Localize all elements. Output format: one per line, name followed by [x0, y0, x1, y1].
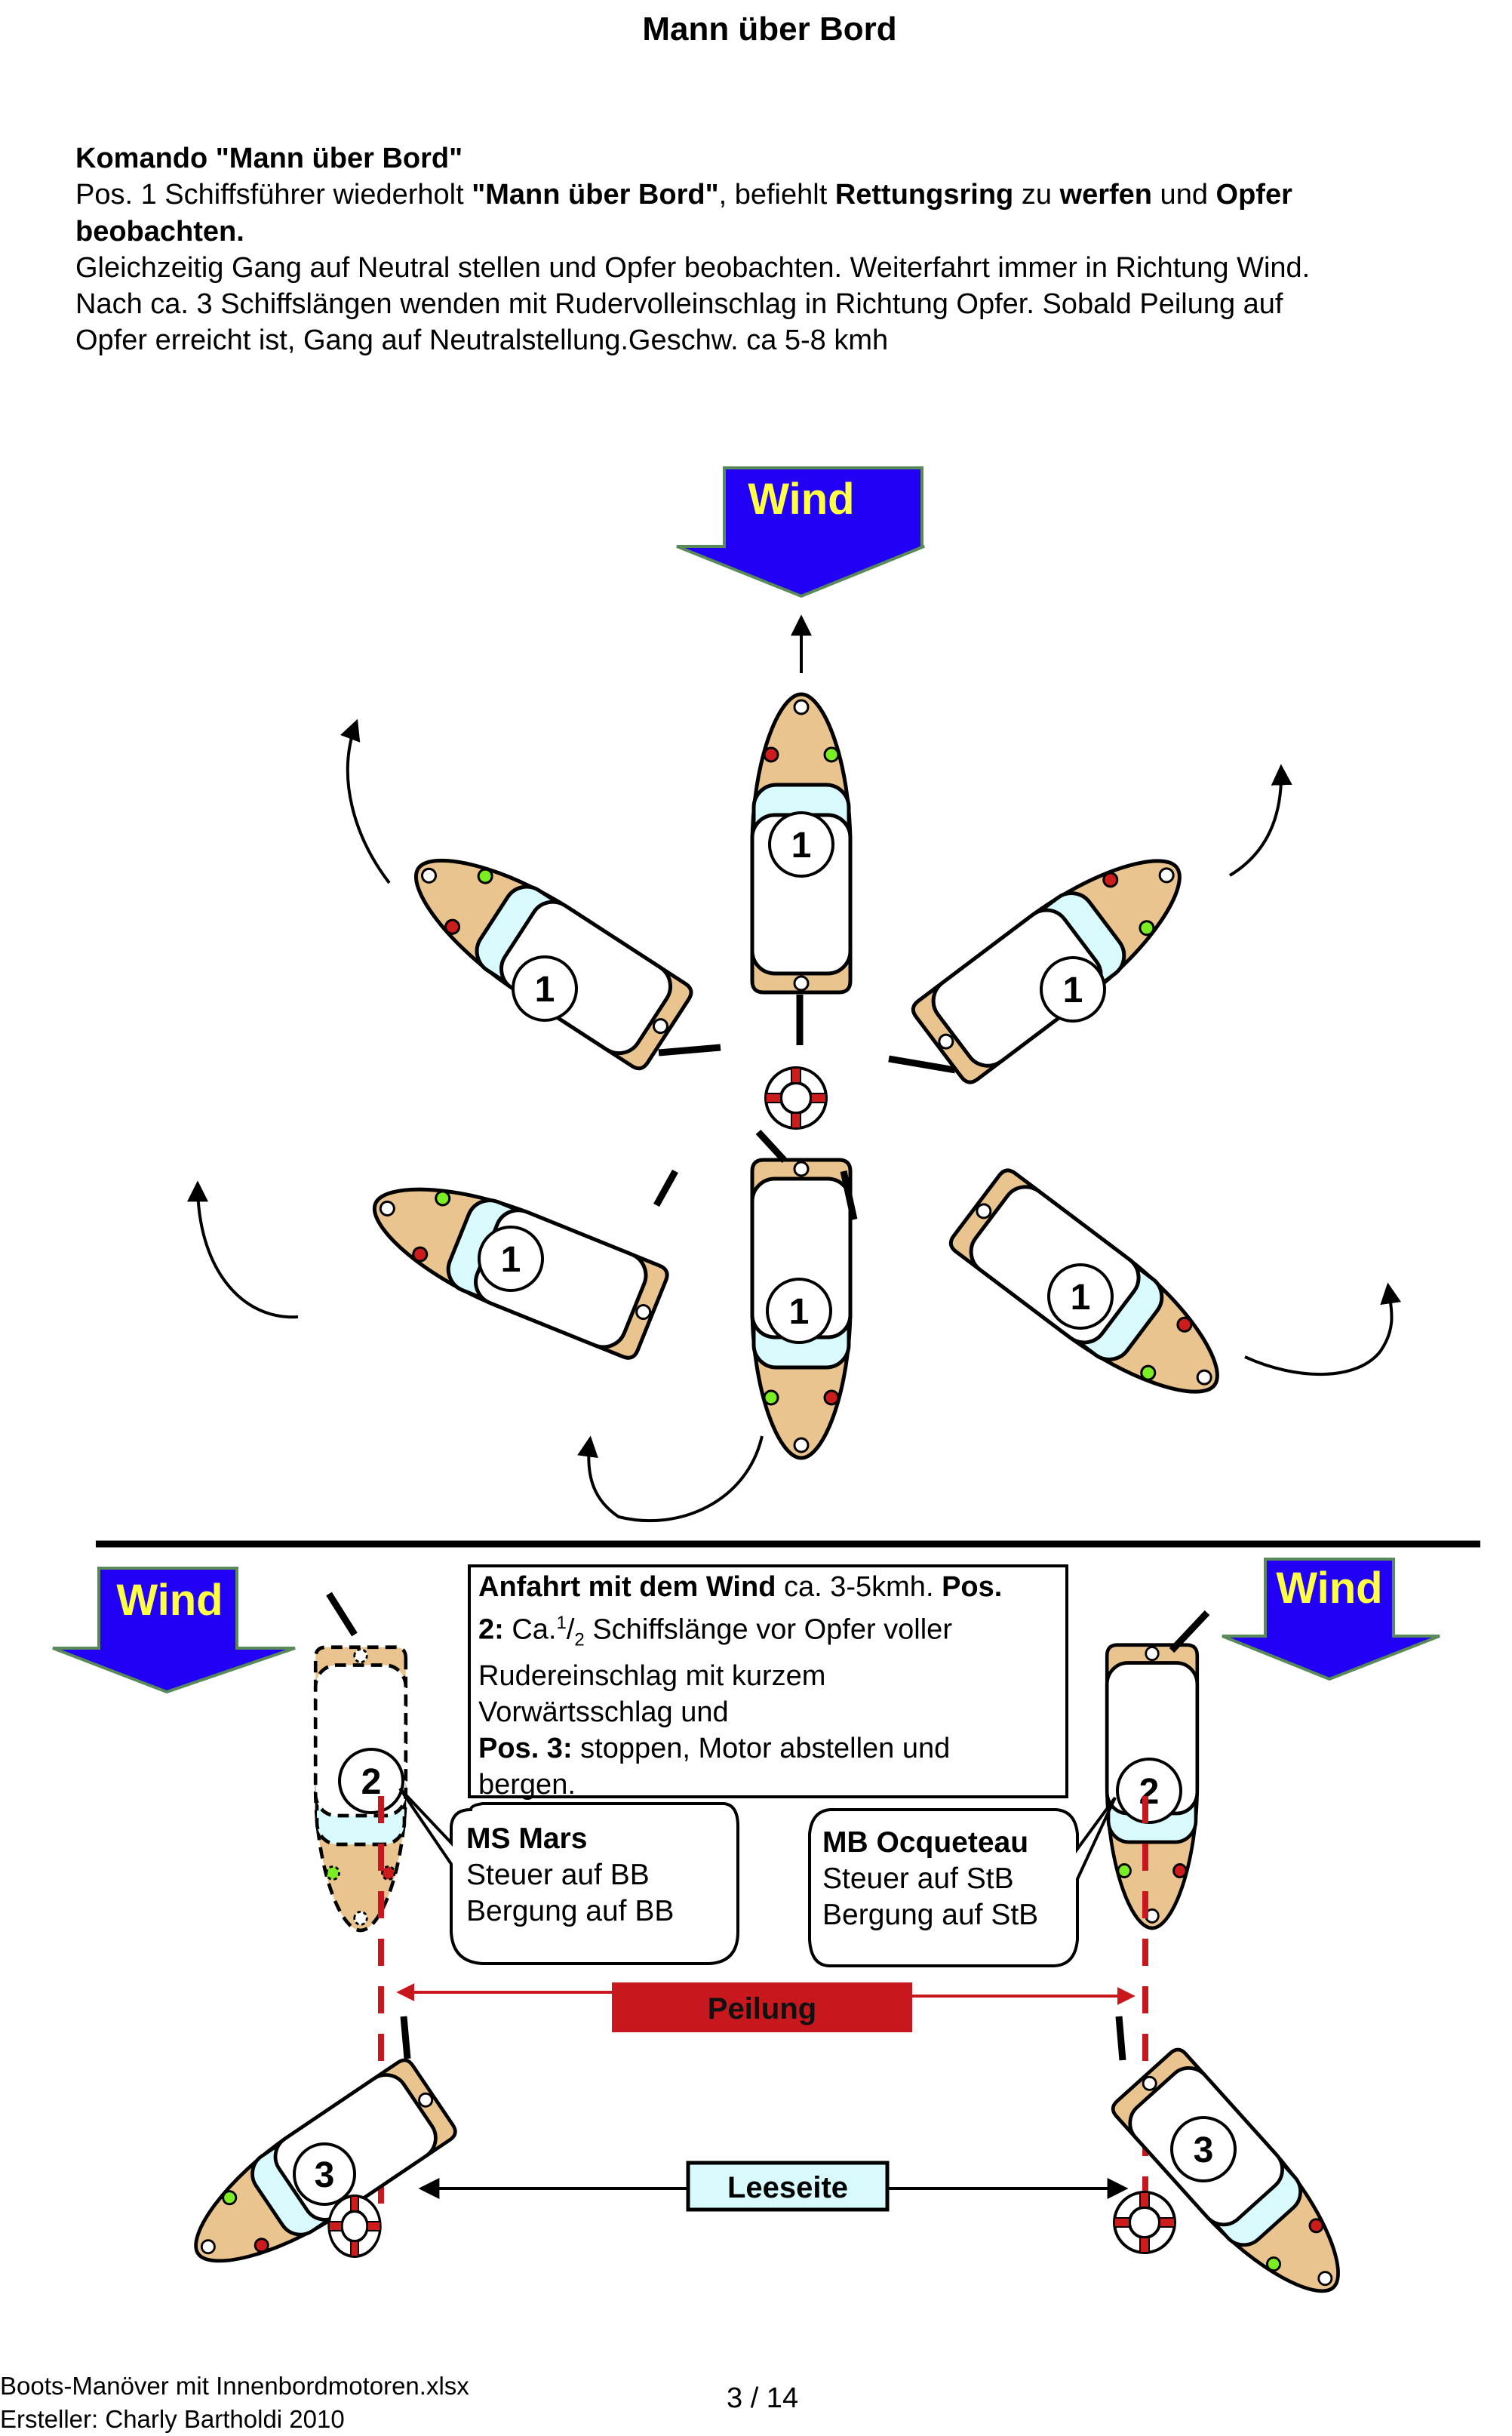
- peilung-label: Peilung: [708, 1992, 816, 2025]
- position-number: 1: [501, 1240, 521, 1280]
- callout-boat-name: MB Ocqueteau: [822, 1826, 1029, 1859]
- boat-pos1-north: 1: [752, 694, 850, 992]
- position-badge: [478, 1226, 544, 1292]
- lifering-icon: [764, 1066, 828, 1130]
- intro-heading: Komando "Mann über Bord": [75, 143, 463, 174]
- position-badge: [512, 955, 578, 1022]
- position-badge: [766, 1278, 832, 1344]
- wind-arrow-top: Wind: [676, 466, 925, 598]
- boat-pos1-northwest: [392, 828, 695, 1072]
- instruction-line-4: Vorwärtsschlag und: [478, 1696, 729, 1729]
- rudder-line: [658, 1044, 721, 1057]
- intro-line-4: Nach ca. 3 Schiffslängen wenden mit Rude…: [75, 288, 1283, 321]
- position-badge: [293, 2142, 356, 2206]
- rudder-line: [326, 1592, 358, 1637]
- wind-label-left: Wind: [116, 1576, 223, 1625]
- lifering-icon: [327, 2195, 382, 2258]
- leeseite-label-box: Leeseite: [686, 2161, 890, 2212]
- position-number: 1: [1071, 1278, 1091, 1318]
- instruction-line-5: Pos. 3: stoppen, Motor abstellen und: [478, 1733, 951, 1765]
- turn-arrow-icon: [577, 1435, 764, 1523]
- callout-steer: Steuer auf StB: [822, 1862, 1014, 1895]
- turn-arrow-icon: [340, 718, 391, 884]
- position-number: 3: [315, 2155, 335, 2195]
- position-number: 1: [1063, 970, 1083, 1010]
- position-number: 1: [791, 826, 812, 866]
- instruction-box: Anfahrt mit dem Wind ca. 3-5kmh. Pos. 2:…: [468, 1564, 1068, 1801]
- callout-left-balloon: [398, 1787, 739, 1965]
- leeseite-label: Leeseite: [727, 2171, 848, 2204]
- rudder-line: [755, 1129, 788, 1164]
- wind-label-top: Wind: [748, 475, 854, 524]
- peilung-label-box: Peilung: [612, 1982, 912, 2032]
- wind-label-right: Wind: [1276, 1564, 1382, 1613]
- footer-filename: Boots-Manöver mit Innenbordmotoren.xlsx: [0, 2372, 469, 2400]
- intro-line-5: Opfer erreicht ist, Gang auf Neutralstel…: [75, 324, 889, 357]
- position-number: 3: [1194, 2130, 1214, 2170]
- callout-ms-mars: MS Mars Steuer auf BB Bergung auf BB: [466, 1821, 674, 1930]
- position-badge: [338, 1748, 404, 1814]
- intro-line-3: Gleichzeitig Gang auf Neutral stellen un…: [75, 251, 1311, 284]
- wind-arrow-left: Wind: [52, 1567, 296, 1694]
- position-badge: [1047, 1263, 1114, 1330]
- intro-text: Komando "Mann über Bord" Pos. 1 Schiffsf…: [75, 140, 1449, 359]
- lifering-icon: [1113, 2191, 1176, 2254]
- page-number: 3 / 14: [727, 2382, 799, 2414]
- boat-pos1-northeast: [909, 829, 1206, 1087]
- position-badge: [768, 811, 834, 878]
- intro-line-2: beobachten.: [75, 215, 244, 248]
- callout-steer: Steuer auf BB: [466, 1859, 650, 1891]
- intro-line-1: Pos. 1 Schiffsführer wiederholt "Mann üb…: [75, 179, 1292, 211]
- callout-boat-name: MS Mars: [466, 1822, 588, 1855]
- position-badge: [1116, 1758, 1182, 1824]
- position-badge: [1170, 2116, 1237, 2182]
- wind-arrow-right: Wind: [1222, 1558, 1440, 1681]
- instruction-line-3: Rudereinschlag mit kurzem: [478, 1660, 826, 1693]
- page-title: Mann über Bord: [642, 11, 897, 48]
- instruction-line-6: bergen.: [478, 1769, 576, 1801]
- rudder-line: [1115, 2016, 1126, 2061]
- position-badge: [1040, 956, 1106, 1023]
- instruction-line-2: 2: Ca.1/2 Schiffslänge vor Opfer voller: [478, 1613, 952, 1650]
- position-number: 1: [789, 1292, 810, 1332]
- turn-arrow-icon: [187, 1180, 299, 1319]
- rudder-line: [1169, 1610, 1210, 1653]
- callout-recovery: Bergung auf BB: [466, 1895, 675, 1927]
- rudder-line: [840, 1170, 858, 1220]
- callout-recovery: Bergung auf StB: [822, 1899, 1039, 1931]
- footer-author: Ersteller: Charly Bartholdi 2010: [0, 2405, 345, 2433]
- rudder-line: [888, 1055, 956, 1074]
- rudder-line: [653, 1169, 678, 1207]
- rudder-line: [400, 2016, 411, 2059]
- position-number: 2: [361, 1762, 382, 1802]
- instruction-line-1: Anfahrt mit dem Wind ca. 3-5kmh. Pos.: [478, 1571, 1003, 1603]
- position-number: 1: [535, 970, 555, 1010]
- turn-arrow-icon: [1228, 764, 1292, 877]
- callout-right-balloon: [808, 1796, 1117, 1967]
- turn-arrow-icon: [1244, 1282, 1402, 1376]
- callout-mb-ocqueteau: MB Ocqueteau Steuer auf StB Bergung auf …: [822, 1825, 1038, 1933]
- position-number: 2: [1139, 1772, 1160, 1812]
